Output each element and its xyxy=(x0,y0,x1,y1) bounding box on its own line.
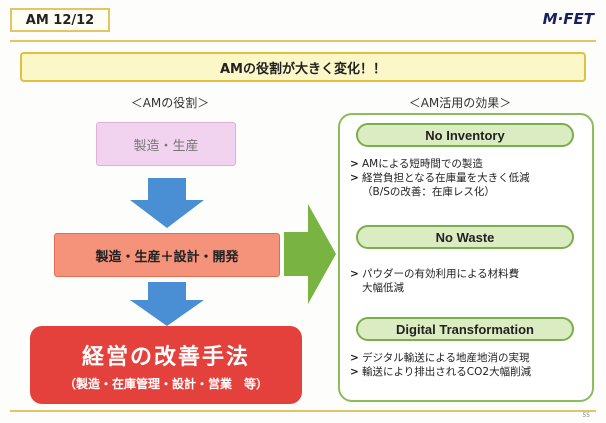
bullet-arrow-icon: > xyxy=(350,158,359,170)
list-item-note: 大幅低減 xyxy=(362,282,404,294)
bullet-arrow-icon: > xyxy=(350,268,359,280)
down-arrow-icon xyxy=(130,178,204,228)
footer-divider xyxy=(10,410,596,412)
effect-bullets-no-inventory: > AMによる短時間での製造 > 経営負担となる在庫量を大きく低減 （B/Sの改… xyxy=(350,157,586,199)
header-divider xyxy=(10,40,596,42)
list-item: > 経営負担となる在庫量を大きく低減 xyxy=(350,172,530,184)
list-item: > AMによる短時間での製造 xyxy=(350,158,483,170)
management-improvement-box: 経営の改善手法 （製造・在庫管理・設計・営業 等） xyxy=(30,326,302,404)
headline-banner: AMの役割が大きく変化！！ xyxy=(20,52,586,82)
company-logo: M·FET xyxy=(542,10,594,28)
bullet-arrow-icon: > xyxy=(350,366,359,378)
am-role-heading: ＜AMの役割＞ xyxy=(130,96,210,110)
design-development-box: 製造・生産＋設計・開発 xyxy=(54,233,280,277)
effect-bullets-no-waste: > パウダーの有効利用による材料費 大幅低減 xyxy=(350,267,586,295)
management-improvement-title: 経営の改善手法 xyxy=(81,344,250,370)
list-item: > 輸送により排出されるCO2大幅削減 xyxy=(350,366,532,378)
effect-title-digital-transformation: Digital Transformation xyxy=(356,317,574,341)
list-item: > パウダーの有効利用による材料費 xyxy=(350,268,520,280)
section-label: AM 12/12 xyxy=(10,8,110,32)
am-effects-heading: ＜AM活用の効果＞ xyxy=(408,96,512,110)
down-arrow-icon xyxy=(130,282,204,326)
page-number: 55 xyxy=(582,412,590,419)
effect-title-no-inventory: No Inventory xyxy=(356,123,574,147)
slide-header: AM 12/12 M·FET xyxy=(0,0,606,40)
effect-bullets-digital-transformation: > デジタル輸送による地産地消の実現 > 輸送により排出されるCO2大幅削減 xyxy=(350,351,586,379)
bullet-arrow-icon: > xyxy=(350,352,359,364)
list-item-note: （B/Sの改善：在庫レス化） xyxy=(362,186,495,198)
effects-panel: No Inventory > AMによる短時間での製造 > 経営負担となる在庫量… xyxy=(338,113,594,402)
bullet-arrow-icon: > xyxy=(350,172,359,184)
manufacturing-box: 製造・生産 xyxy=(96,122,236,166)
effect-title-no-waste: No Waste xyxy=(356,225,574,249)
right-arrow-icon xyxy=(284,204,336,304)
list-item: > デジタル輸送による地産地消の実現 xyxy=(350,352,530,364)
management-improvement-subtitle: （製造・在庫管理・設計・営業 等） xyxy=(63,376,268,391)
